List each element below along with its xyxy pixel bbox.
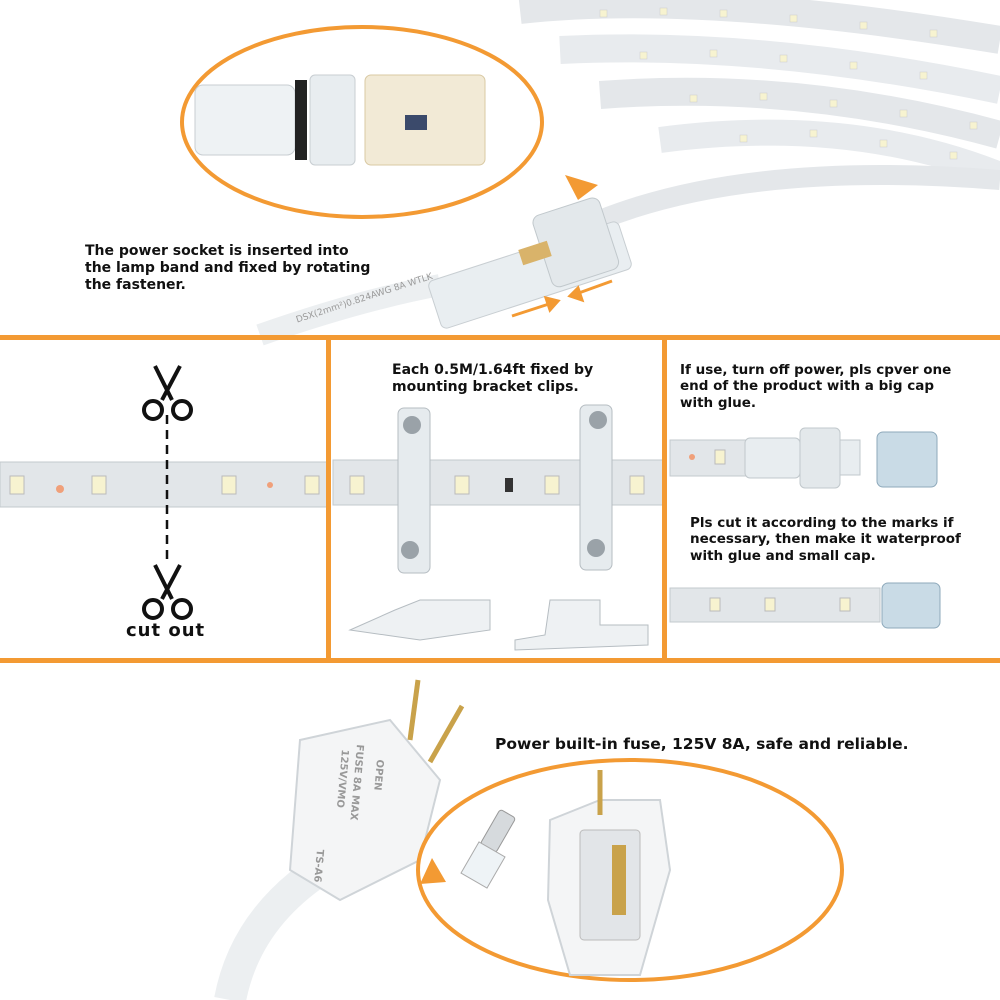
- power-plug: [214, 679, 465, 1000]
- caption-line: with glue and small cap.: [690, 547, 876, 564]
- clips-caption: Each 0.5M/1.64ft fixed by mounting brack…: [392, 362, 593, 396]
- caption-line: If use, turn off power, pls cpver one: [680, 362, 952, 378]
- caption-line: with glue.: [680, 394, 757, 411]
- caption-line: mounting bracket clips.: [392, 379, 579, 396]
- clips-panel-strip: [332, 404, 665, 651]
- connector-detail-callout: [180, 25, 598, 219]
- cut-out-label: cut out: [126, 620, 206, 641]
- caption-line: the lamp band and fixed by rotating: [85, 260, 371, 277]
- cap-panel-strips: [669, 427, 941, 629]
- insert-arrows: [511, 279, 613, 318]
- small-cap-caption: Pls cut it according to the marks if nec…: [690, 515, 961, 564]
- caption-line: Pls cut it according to the marks if: [690, 515, 954, 531]
- divider-top: [0, 335, 1000, 340]
- caption-line: the fastener.: [85, 277, 186, 294]
- connector-caption: The power socket is inserted into the la…: [85, 243, 370, 294]
- caption-line: necessary, then make it waterproof: [690, 531, 961, 548]
- caption-line: The power socket is inserted into: [85, 243, 349, 259]
- caption-line: end of the product with a big cap: [680, 378, 935, 395]
- fuse-detail-callout: [416, 758, 844, 982]
- divider-left: [326, 335, 331, 663]
- divider-bottom: [0, 658, 1000, 663]
- fuse-caption: Power built-in fuse, 125V 8A, safe and r…: [495, 735, 909, 753]
- big-cap-caption: If use, turn off power, pls cpver one en…: [680, 362, 951, 411]
- cut-panel-strip: [0, 461, 329, 508]
- divider-right: [662, 335, 667, 663]
- power-cable-connector: [256, 197, 632, 346]
- caption-line: Each 0.5M/1.64ft fixed by: [392, 362, 594, 378]
- scissors-top-icon: [142, 365, 193, 421]
- scissors-bottom-icon: [142, 564, 193, 620]
- coiled-led-strip: [518, 0, 1000, 230]
